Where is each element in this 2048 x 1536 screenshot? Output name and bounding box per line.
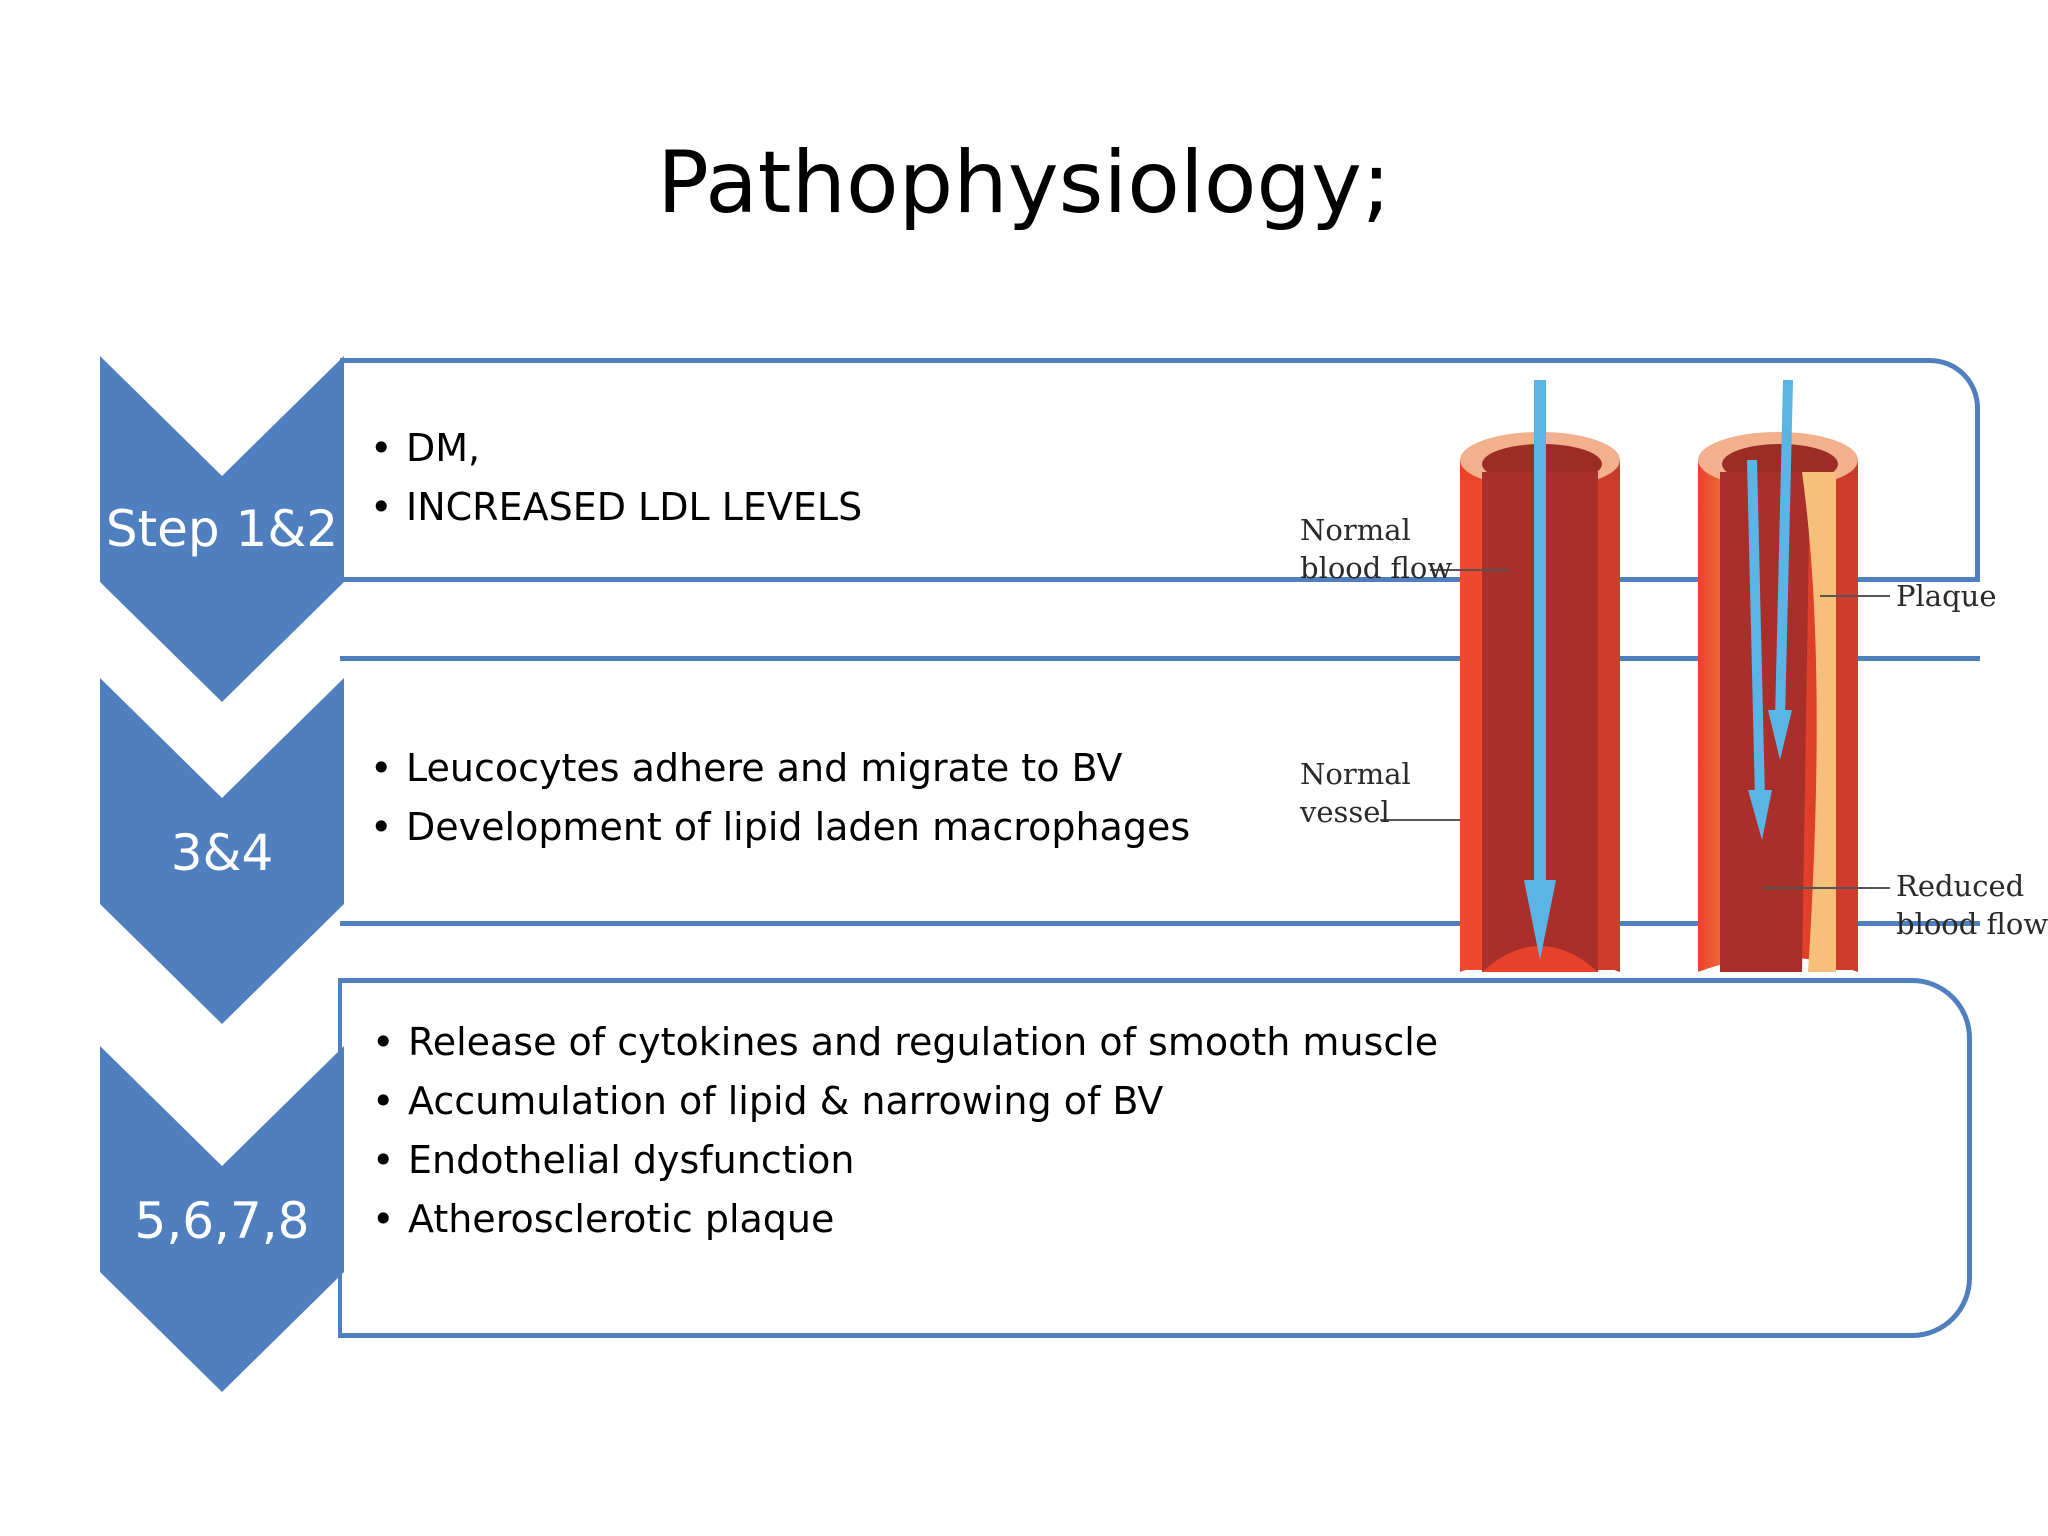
step-chevron-2 <box>100 678 344 1024</box>
flow-arrow-reduced-1 <box>1747 459 1772 840</box>
bullet-glyph: • <box>372 1020 395 1064</box>
bullet-text: Accumulation of lipid & narrowing of BV <box>408 1079 1164 1123</box>
bullet-item: • Accumulation of lipid & narrowing of BV <box>372 1072 1438 1131</box>
label-reduced-blood-flow: Reduced blood flow <box>1896 869 2048 941</box>
bullet-item: • INCREASED LDL LEVELS <box>370 478 862 537</box>
bullet-glyph: • <box>372 1197 395 1241</box>
label-line: Normal <box>1300 513 1411 547</box>
bullet-item: • Leucocytes adhere and migrate to BV <box>370 739 1190 798</box>
step-3-bullet-list: • Release of cytokines and regulation of … <box>372 1013 1438 1249</box>
bullet-glyph: • <box>372 1079 395 1123</box>
step-chevron-3 <box>100 1046 344 1392</box>
step-label-2: 3&4 <box>170 824 274 882</box>
step-chevron-1 <box>100 356 344 702</box>
step-label-3: 5,6,7,8 <box>134 1192 310 1250</box>
label-line: blood flow <box>1300 551 1452 585</box>
label-normal-blood-flow: Normal blood flow <box>1300 513 1452 585</box>
flow-arrow-normal <box>1524 380 1556 960</box>
label-plaque: Plaque <box>1896 579 1996 613</box>
bullet-text: DM, <box>406 426 481 470</box>
bullet-item: • Atherosclerotic plaque <box>372 1190 1438 1249</box>
bullet-item: • Release of cytokines and regulation of … <box>372 1013 1438 1072</box>
artery-comparison-figure: Normal blood flow Normal vessel Plaque R… <box>1299 379 2048 972</box>
step-1-bullet-list: • DM, • INCREASED LDL LEVELS <box>370 419 862 537</box>
bullet-text: Atherosclerotic plaque <box>408 1197 835 1241</box>
bullet-text: Endothelial dysfunction <box>408 1138 855 1182</box>
bullet-glyph: • <box>370 805 393 849</box>
flow-arrow-reduced-2 <box>1768 379 1793 760</box>
bullet-text: INCREASED LDL LEVELS <box>406 485 863 529</box>
bullet-item: • DM, <box>370 419 862 478</box>
bullet-text: Development of lipid laden macrophages <box>406 805 1191 849</box>
label-normal-vessel: Normal vessel <box>1299 757 1420 829</box>
step-panel-3: • Release of cytokines and regulation of … <box>338 978 1972 1338</box>
bullet-text: Leucocytes adhere and migrate to BV <box>406 746 1123 790</box>
label-line: Normal <box>1300 757 1411 791</box>
bullet-glyph: • <box>370 485 393 529</box>
bullet-item: • Endothelial dysfunction <box>372 1131 1438 1190</box>
slide-title: Pathophysiology; <box>657 133 1391 233</box>
bullet-text: Release of cytokines and regulation of s… <box>408 1020 1439 1064</box>
bullet-item: • Development of lipid laden macrophages <box>370 798 1190 857</box>
label-line: vessel <box>1299 795 1390 829</box>
bullet-glyph: • <box>370 426 393 470</box>
label-line: blood flow <box>1896 907 2048 941</box>
step-label-1: Step 1&2 <box>105 500 339 558</box>
label-line: Reduced <box>1896 869 2024 903</box>
bullet-glyph: • <box>372 1138 395 1182</box>
step-2-bullet-list: • Leucocytes adhere and migrate to BV • De… <box>370 739 1190 857</box>
bullet-glyph: • <box>370 746 393 790</box>
